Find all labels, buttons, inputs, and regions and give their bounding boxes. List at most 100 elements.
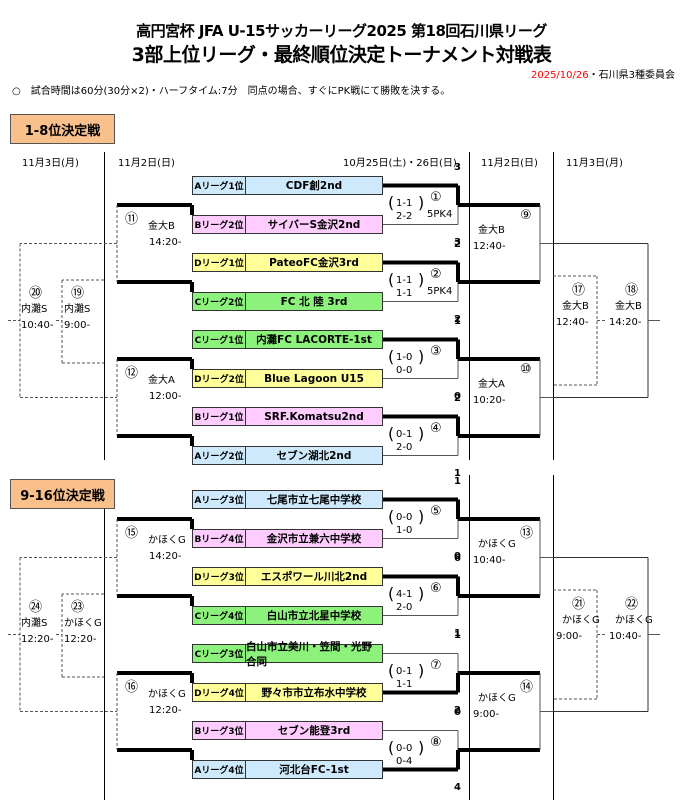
league-rank: Aリーグ1位	[193, 177, 246, 194]
issue-date: 2025/10/26	[530, 70, 589, 81]
match-time: 12:40-	[473, 241, 506, 252]
league-rank: Cリーグ4位	[193, 607, 246, 624]
match-venue: かほくG	[615, 615, 653, 626]
match-number: ⑧	[430, 734, 442, 750]
team-entry: Cリーグ1位内灘FC LACORTE-1st	[192, 330, 383, 349]
match-time: 14:20-	[149, 237, 182, 248]
team-score: 1	[454, 476, 461, 487]
league-rank: Cリーグ3位	[193, 645, 246, 662]
half2-score: 1-1	[396, 287, 413, 299]
half1-score: 1-0	[396, 351, 413, 363]
team-score: 1	[454, 316, 461, 327]
half1-score: 4-1	[396, 588, 413, 600]
bracket-open-icon: (	[388, 583, 395, 603]
team-name: 七尾市立七尾中学校	[266, 494, 362, 506]
match-time: 10:40-	[609, 631, 642, 642]
team-name: サイバーS金沢2nd	[267, 219, 361, 231]
team-name: FC 北 陸 3rd	[280, 296, 348, 308]
match-time: 14:20-	[149, 551, 182, 562]
title-line-1: 高円宮杯 JFA U-15サッカーリーグ2025 第18回石川県リーグ	[136, 22, 547, 40]
league-rank: Dリーグ2位	[193, 370, 246, 387]
match-venue: 金大B	[478, 225, 505, 236]
team-score: 2	[454, 239, 461, 250]
team-score: 0	[454, 707, 461, 718]
match-number: ⑥	[430, 580, 442, 596]
team-entry: Dリーグ2位 Blue Lagoon U15	[192, 369, 383, 388]
league-rank: Bリーグ2位	[193, 216, 246, 233]
half1-score: 0-0	[396, 742, 413, 754]
bracket-close-icon: )	[418, 346, 425, 366]
league-rank: Dリーグ1位	[193, 254, 246, 271]
bracket-close-icon: )	[418, 506, 425, 526]
team-entry: Aリーグ3位 七尾市立七尾中学校	[192, 490, 383, 509]
rules-note: ○ 試合時間は60分(30分×2)・ハーフタイム:7分 同点の場合、すぐにPK戦…	[12, 86, 451, 97]
match-venue: かほくG	[148, 689, 186, 700]
league-rank: Aリーグ4位	[193, 761, 246, 778]
match-time: 12:20-	[21, 634, 54, 645]
league-rank: Aリーグ3位	[193, 491, 246, 508]
team-score: 3	[454, 237, 461, 248]
half2-score: 0-0	[396, 364, 413, 376]
match-number: ⑱	[625, 283, 639, 298]
half1-score: 0-1	[396, 665, 413, 677]
match-venue: かほくG	[64, 618, 102, 629]
league-rank: Dリーグ4位	[193, 684, 246, 701]
bracket-close-icon: )	[418, 269, 425, 289]
match-number: ㉒	[625, 597, 639, 612]
match-number: ⑤	[430, 503, 442, 519]
match-time: 10:20-	[473, 395, 506, 406]
bracket-open-icon: (	[388, 423, 395, 443]
team-name: 白山市立美川・笠間・光野合同	[246, 640, 372, 668]
team-name: セブン能登3rd	[277, 725, 351, 737]
team-name: 河北台FC-1st	[279, 764, 349, 776]
col-header-right-final: 11月3日(月)	[566, 158, 623, 169]
team-name: 白山市立北星中学校	[266, 610, 362, 622]
team-name: セブン湖北2nd	[276, 450, 352, 462]
team-score: 0	[454, 391, 461, 402]
match-number: ⑫	[125, 366, 139, 381]
team-name: 金沢市立兼六中学校	[266, 533, 362, 545]
bracket-open-icon: (	[388, 506, 395, 526]
team-name: Blue Lagoon U15	[264, 372, 364, 385]
match-time: 9:00-	[473, 709, 500, 720]
half2-score: 2-2	[396, 210, 413, 222]
match-number: ⑳	[29, 286, 43, 301]
bracket-close-icon: )	[418, 423, 425, 443]
team-score: 2	[454, 314, 461, 325]
team-score: 3	[454, 162, 461, 173]
bracket-open-icon: (	[388, 346, 395, 366]
bracket-open-icon: (	[388, 192, 395, 212]
half2-score: 1-0	[396, 524, 413, 536]
match-venue: 金大B	[148, 221, 175, 232]
team-score: 1	[454, 630, 461, 641]
half1-score: 1-1	[396, 274, 413, 286]
match-venue: かほくG	[148, 535, 186, 546]
team-score: 6	[454, 553, 461, 564]
half1-score: 1-1	[396, 197, 413, 209]
match-number: ②	[430, 266, 442, 282]
match-number: ⑮	[125, 526, 139, 541]
match-time: 12:40-	[556, 317, 589, 328]
match-number: ④	[430, 420, 442, 436]
match-venue: 内灘S	[64, 304, 91, 315]
match-venue: かほくG	[478, 693, 516, 704]
half1-score: 0-0	[396, 511, 413, 523]
col-header-left-final: 11月3日(月)	[22, 158, 79, 169]
match-time: 10:40-	[473, 555, 506, 566]
match-number: ㉓	[71, 600, 85, 615]
title-line-2: 3部上位リーグ・最終順位決定トーナメント対戦表	[131, 44, 552, 66]
half1-score: 0-1	[396, 428, 413, 440]
match-venue: かほくG	[562, 615, 600, 626]
section-title-9-16: 9-16位決定戦	[10, 479, 115, 509]
team-score: 2	[454, 705, 461, 716]
match-number: ⑰	[572, 283, 586, 298]
league-rank: Dリーグ3位	[193, 568, 246, 585]
team-name: エスポワール川北2nd	[260, 571, 368, 583]
bracket-open-icon: (	[388, 737, 395, 757]
